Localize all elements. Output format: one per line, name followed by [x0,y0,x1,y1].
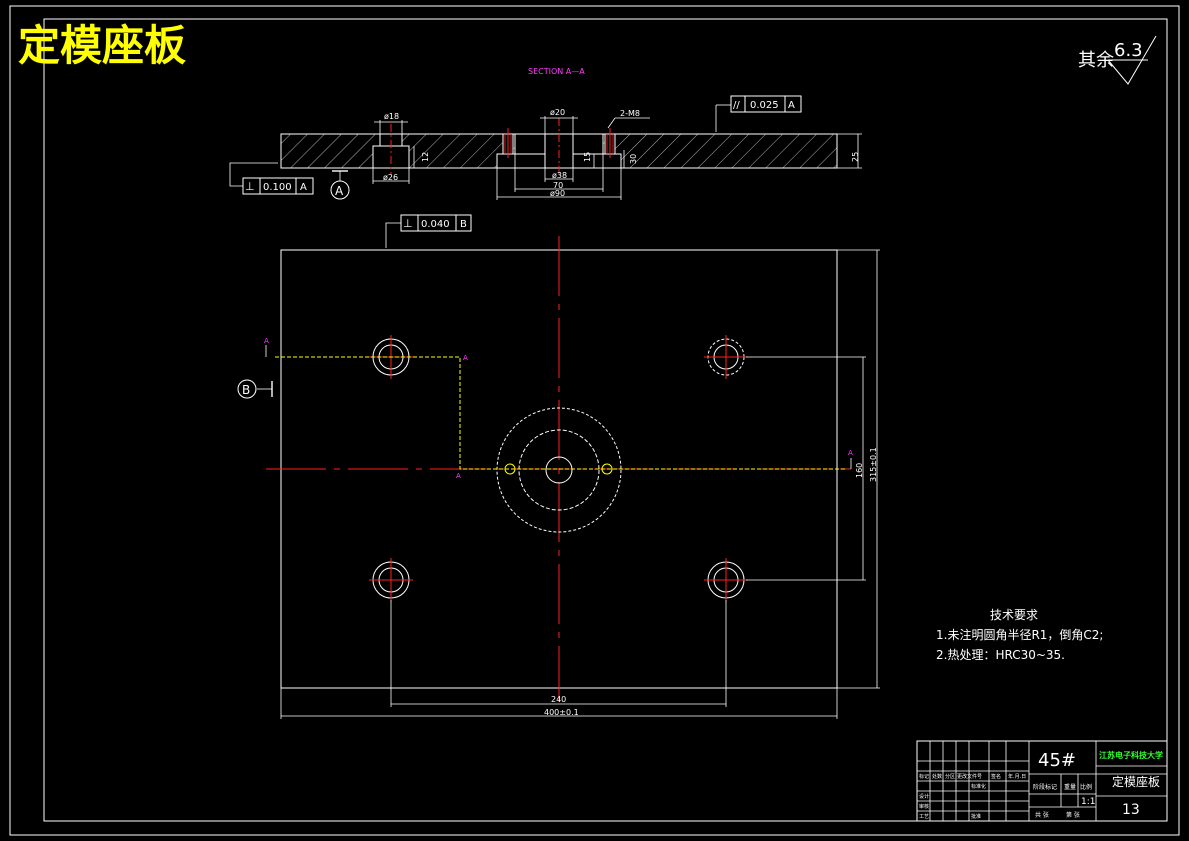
datum-b-label: B [242,383,250,397]
tb-r1c0: 设计 [919,793,929,800]
dim-d18: ø18 [384,112,399,121]
title-block [916,740,1168,822]
plan-dimension-labels: 240 400±0.1 160 315±0.1 [544,447,878,717]
tolerance-frame-perp-b: ⊥ 0.040 B [385,214,472,248]
title-block-text: 45# 江苏电子科技大学 定模座板 13 1:1 阶段标记 重量 比例 共 张 … [919,750,1163,820]
tb-sheet-label: 第 张 [1066,811,1080,819]
surface-finish-symbol: 其余 6.3 [1078,35,1157,85]
tech-heading: 技术要求 [990,608,1038,622]
guide-hole-br [704,558,748,602]
tb-drawing-no: 13 [1122,802,1140,818]
tb-r0c4: 签名 [991,773,1001,780]
tb-school: 江苏电子科技大学 [1099,750,1163,760]
tol-parallel-datum: A [788,100,795,111]
dim-240: 240 [551,695,566,704]
tb-r0c5: 年.月.日 [1008,773,1026,780]
tb-r3c0: 工艺 [919,814,929,820]
dim-t30: 30 [629,154,638,164]
surface-finish-value: 6.3 [1114,40,1143,61]
tol-parallel-value: 0.025 [750,100,779,111]
tol-perp-a-value: 0.100 [263,182,292,193]
drawing-title: 定模座板 [18,21,186,70]
dim-2m8: 2-M8 [620,109,640,118]
tb-sheets-label: 共 张 [1035,811,1049,819]
cut-marker-1: A [264,337,269,345]
section-view [280,118,838,176]
section-dimensions [372,116,862,200]
tb-r0c2: 分区 [945,773,955,780]
tech-item-1: 1.未注明圆角半径R1，倒角C2; [936,627,1103,642]
plan-dimensions [280,249,880,719]
dim-315: 315±0.1 [869,447,878,482]
tb-scale: 1:1 [1081,797,1095,807]
dim-d20: ø20 [550,108,565,117]
datum-b-symbol: B [237,379,273,399]
tolerance-frame-parallel: // 0.025 A [715,95,802,132]
section-dimension-labels: ø18 ø20 2-M8 ø26 ø38 70 ø90 12 15 30 25 [383,108,860,198]
tb-part-name: 定模座板 [1112,774,1160,789]
dim-d38: ø38 [552,171,567,180]
section-label: SECTION A—A [528,67,585,76]
tb-ratio-label: 比例 [1080,783,1092,791]
dim-t12: 12 [421,152,430,162]
tol-perp-a-datum: A [300,182,307,193]
plan-view: A A A A [264,236,853,702]
outer-frame [9,5,1180,836]
dim-d26: ø26 [383,173,398,182]
tech-requirements: 技术要求 1.未注明圆角半径R1，倒角C2; 2.热处理：HRC30~35. [936,608,1103,662]
tolerance-frame-perp-a: ⊥ 0.100 A [229,162,314,195]
guide-hole-tr [704,335,748,379]
cut-marker-3: A [456,472,461,480]
section-cut-path [275,356,845,470]
dim-70: 70 [553,181,563,190]
tb-r0c1: 处数 [932,773,942,780]
tb-weight-label: 重量 [1064,783,1076,791]
dim-d90: ø90 [550,189,565,198]
tb-r2c0: 审核 [919,803,929,810]
dim-thick: 25 [851,152,860,162]
guide-hole-bl [369,558,413,602]
tech-item-2: 2.热处理：HRC30~35. [936,648,1065,662]
tb-r0c3: 更改文件号 [957,773,982,780]
central-bore [496,407,622,533]
datum-a-label: A [335,184,344,198]
tol-perp-b-symbol: ⊥ [403,217,413,230]
tol-perp-a-symbol: ⊥ [245,180,255,193]
tol-perp-b-datum: B [460,219,467,230]
tb-r1c2: 标准化 [971,783,986,790]
dim-t15: 15 [583,152,592,162]
datum-a-symbol: A [330,170,350,200]
cut-marker-4: A [848,449,853,457]
tb-r0c0: 标记 [919,773,929,780]
dim-160: 160 [855,463,864,478]
tol-parallel-symbol: // [733,100,740,111]
surface-finish-prefix: 其余 [1078,50,1114,71]
tb-material: 45# [1038,750,1076,771]
tol-perp-b-value: 0.040 [421,219,450,230]
dim-400: 400±0.1 [544,708,579,717]
cut-marker-2: A [463,354,468,362]
tb-stage-label: 阶段标记 [1033,783,1057,791]
inner-frame [43,18,1168,822]
tb-r3c2: 批准 [971,813,981,820]
